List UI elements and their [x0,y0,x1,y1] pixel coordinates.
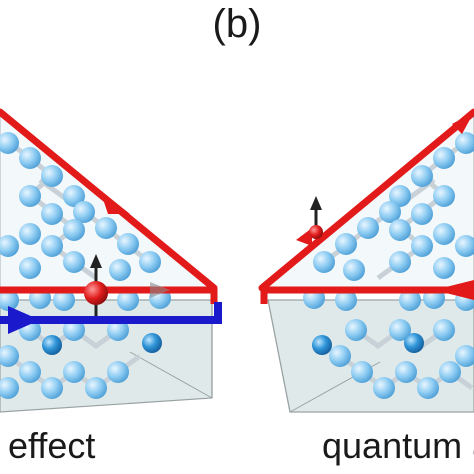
edge-current-arrow-icon [100,190,130,214]
edge-current-arrow-icon [150,282,170,298]
left-structure [0,108,222,413]
caption-left: l effect [0,425,96,466]
left-atoms [0,132,171,399]
right-red-edge-hypotenuse [258,108,474,292]
panel-label: (b) [212,2,262,46]
spin-up-arrow-icon [90,254,102,268]
right-atoms [303,132,474,399]
edge-current-arrow-icon [296,228,312,246]
edge-current-arrow-icon [452,112,474,134]
right-dark-atom-1 [312,335,332,355]
right-structure [258,108,474,413]
edge-current-arrow-icon [434,280,474,300]
right-box-diagonal [267,299,291,413]
left-box-diagonal [129,351,213,399]
edge-current-arrow-icon [8,306,40,334]
spin-up-arrow-icon [310,196,322,210]
left-dark-atom-1 [42,335,62,355]
left-dark-atom-2 [142,333,162,353]
left-spin-atom [84,281,108,305]
right-box-front-face [267,299,474,413]
caption-right: quantum a [322,425,474,466]
right-spin-atom [309,225,323,239]
right-dark-atom-2 [404,333,424,353]
